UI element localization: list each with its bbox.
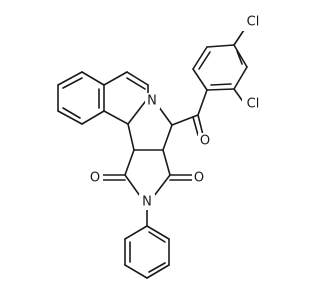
bond	[57, 110, 83, 125]
bond-layer	[57, 29, 248, 279]
bond	[206, 88, 235, 91]
bond	[81, 71, 105, 86]
bond	[62, 107, 81, 119]
bond	[192, 68, 208, 91]
bond	[198, 51, 211, 70]
bond	[81, 110, 105, 125]
bond	[162, 149, 171, 176]
chlorine-para-atom: Cl	[242, 13, 264, 31]
imide-oxygen-right-atom: O	[192, 170, 207, 186]
ring-nitrogen-atom: N	[145, 93, 160, 109]
bond	[126, 77, 146, 90]
imide-oxygen-right-label: O	[194, 171, 204, 186]
bond	[127, 123, 135, 151]
bond	[197, 114, 204, 136]
ring-nitrogen-label: N	[147, 94, 157, 109]
bond	[192, 46, 208, 70]
bond	[148, 231, 166, 243]
chlorine-para-label: Cl	[247, 15, 260, 30]
chlorine-ortho-label: Cl	[247, 97, 260, 112]
bond	[127, 97, 149, 125]
bond	[233, 66, 248, 90]
bond	[153, 174, 171, 197]
ketone-oxygen-atom: O	[198, 133, 212, 149]
bond	[103, 71, 128, 86]
ketone-oxygen-label: O	[200, 134, 210, 149]
bond	[233, 29, 245, 46]
imide-oxygen-left-atom: O	[88, 170, 103, 186]
bond	[146, 264, 170, 279]
bond	[124, 149, 135, 176]
imide-nitrogen-label: N	[142, 195, 152, 210]
bond	[197, 89, 208, 116]
molecule-structure-diagram: Cl Cl O N N O O	[57, 13, 264, 279]
bond	[192, 116, 199, 136]
bond	[57, 71, 83, 86]
bond	[103, 110, 129, 125]
bond	[124, 225, 148, 240]
bond	[146, 225, 170, 240]
bond	[206, 44, 235, 48]
atom-label-layer: Cl Cl O N N O O	[88, 13, 264, 210]
bond	[62, 77, 83, 89]
chlorine-ortho-atom: Cl	[242, 95, 264, 113]
imide-oxygen-left-label: O	[90, 171, 100, 186]
bond	[210, 83, 232, 86]
bond	[236, 50, 243, 65]
imide-nitrogen-atom: N	[139, 194, 155, 210]
bond	[126, 71, 149, 86]
bond	[233, 44, 248, 68]
bond	[148, 262, 166, 273]
bond	[124, 174, 141, 197]
bond	[124, 264, 148, 279]
bond	[162, 124, 173, 151]
